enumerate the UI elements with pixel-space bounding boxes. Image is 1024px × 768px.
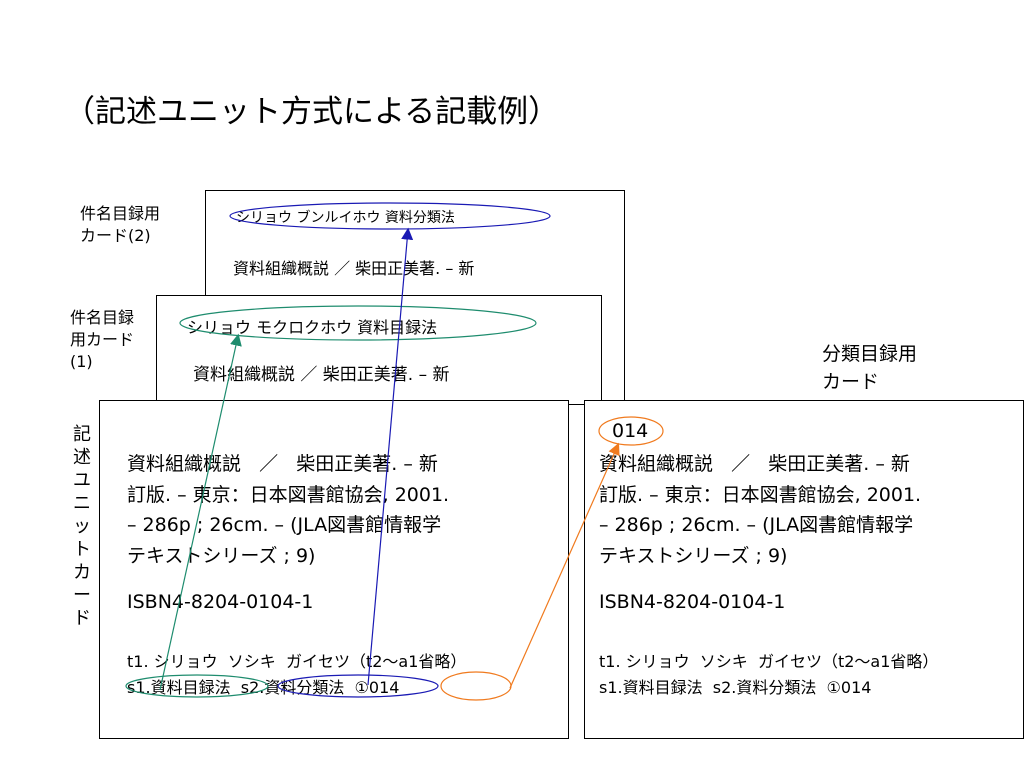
class-number: 014: [612, 420, 649, 442]
subject-heading-2: シリョウ ブンルイホウ 資料分類法: [236, 210, 455, 226]
label-subject-card-1: 件名目録 用カード (1): [70, 308, 135, 371]
tracing-title: t1. シリョウ ソシキ ガイセツ（t2～a1省略）: [127, 652, 467, 671]
tracing-title: t1. シリョウ ソシキ ガイセツ（t2～a1省略）: [599, 652, 939, 671]
classification-card: 014 資料組織概説 ／ 柴田正美著. – 新 訂版. – 東京：日本図書館協会…: [584, 400, 1024, 739]
subject-heading-1: シリョウ モクロクホウ 資料目録法: [187, 318, 438, 337]
label-classification-card: 分類目録用 カード: [822, 343, 918, 393]
label-subject-card-2: 件名目録用 カード(2): [80, 204, 161, 245]
subject-card-1: シリョウ モクロクホウ 資料目録法 資料組織概説 ／ 柴田正美著. – 新: [156, 295, 602, 405]
tracing-subjects: s1.資料目録法 s2.資料分類法 ①014: [599, 678, 872, 697]
subject-card-1-body: 資料組織概説 ／ 柴田正美著. – 新: [193, 365, 450, 385]
descriptive-unit-card: 資料組織概説 ／ 柴田正美著. – 新 訂版. – 東京：日本図書館協会, 20…: [99, 400, 569, 739]
isbn: ISBN4-8204-0104-1: [599, 591, 786, 613]
label-description-unit-card: 記 述 ユ ニ ッ ト カ ー ド: [73, 424, 91, 629]
isbn: ISBN4-8204-0104-1: [127, 591, 314, 613]
tracing-subjects: s1.資料目録法 s2.資料分類法 ①014: [127, 678, 400, 697]
page-title: （記述ユニット方式による記載例）: [64, 94, 560, 130]
description-text: 資料組織概説 ／ 柴田正美著. – 新 訂版. – 東京：日本図書館協会, 20…: [127, 453, 450, 567]
subject-card-2-body: 資料組織概説 ／ 柴田正美著. – 新: [233, 259, 475, 278]
description-text: 資料組織概説 ／ 柴田正美著. – 新 訂版. – 東京：日本図書館協会, 20…: [599, 453, 922, 567]
